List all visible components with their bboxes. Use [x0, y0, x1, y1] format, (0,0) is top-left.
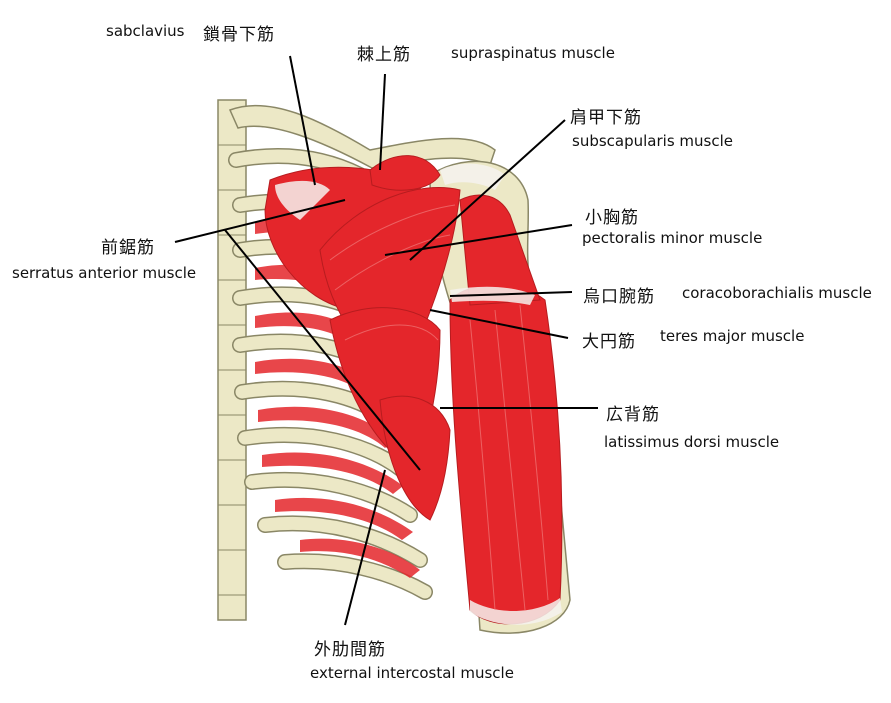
muscle-fibers — [329, 204, 549, 611]
tendons — [275, 163, 562, 625]
label-coracobrachialis-ja: 烏口腕筋 — [583, 287, 655, 307]
leader-pectoralis-minor — [384, 224, 573, 256]
label-pectoralis-minor-ja: 小胸筋 — [585, 208, 639, 228]
label-subscapularis-en: subscapularis muscle — [572, 132, 733, 150]
label-external-intercostal-en: external intercostal muscle — [310, 664, 514, 682]
label-serratus-anterior-en: serratus anterior muscle — [12, 264, 197, 282]
leader-teres-major — [429, 309, 569, 339]
label-subclavius-ja: 鎖骨下筋 — [203, 25, 275, 45]
arm-muscle — [449, 194, 563, 625]
label-latissimus-dorsi-en: latissimus dorsi muscle — [604, 433, 780, 451]
leader-external-intercostal — [344, 469, 386, 626]
label-pectoralis-minor-en: pectoralis minor muscle — [582, 229, 763, 247]
label-latissimus-dorsi-ja: 広背筋 — [606, 405, 660, 425]
label-supraspinatus-ja: 棘上筋 — [357, 45, 411, 65]
label-serratus-anterior-ja: 前鋸筋 — [101, 238, 155, 258]
leader-subscapularis — [409, 119, 566, 261]
label-subscapularis-ja: 肩甲下筋 — [570, 108, 642, 128]
leader-supraspinatus — [379, 73, 386, 171]
label-teres-major-en: teres major muscle — [660, 327, 805, 345]
label-subclavius-en: sabclavius — [106, 22, 185, 40]
spine — [217, 99, 247, 621]
leader-serratus-diagonal — [224, 229, 421, 471]
label-external-intercostal-ja: 外肋間筋 — [314, 640, 386, 660]
leader-serratus — [174, 199, 346, 243]
leader-lines — [174, 55, 598, 626]
label-teres-major-ja: 大円筋 — [582, 332, 636, 352]
leader-subclavius — [289, 55, 316, 186]
label-supraspinatus-en: supraspinatus muscle — [451, 44, 615, 62]
leader-coracobrachialis — [449, 291, 573, 297]
label-coracobrachialis-en: coracoborachialis muscle — [682, 284, 872, 302]
